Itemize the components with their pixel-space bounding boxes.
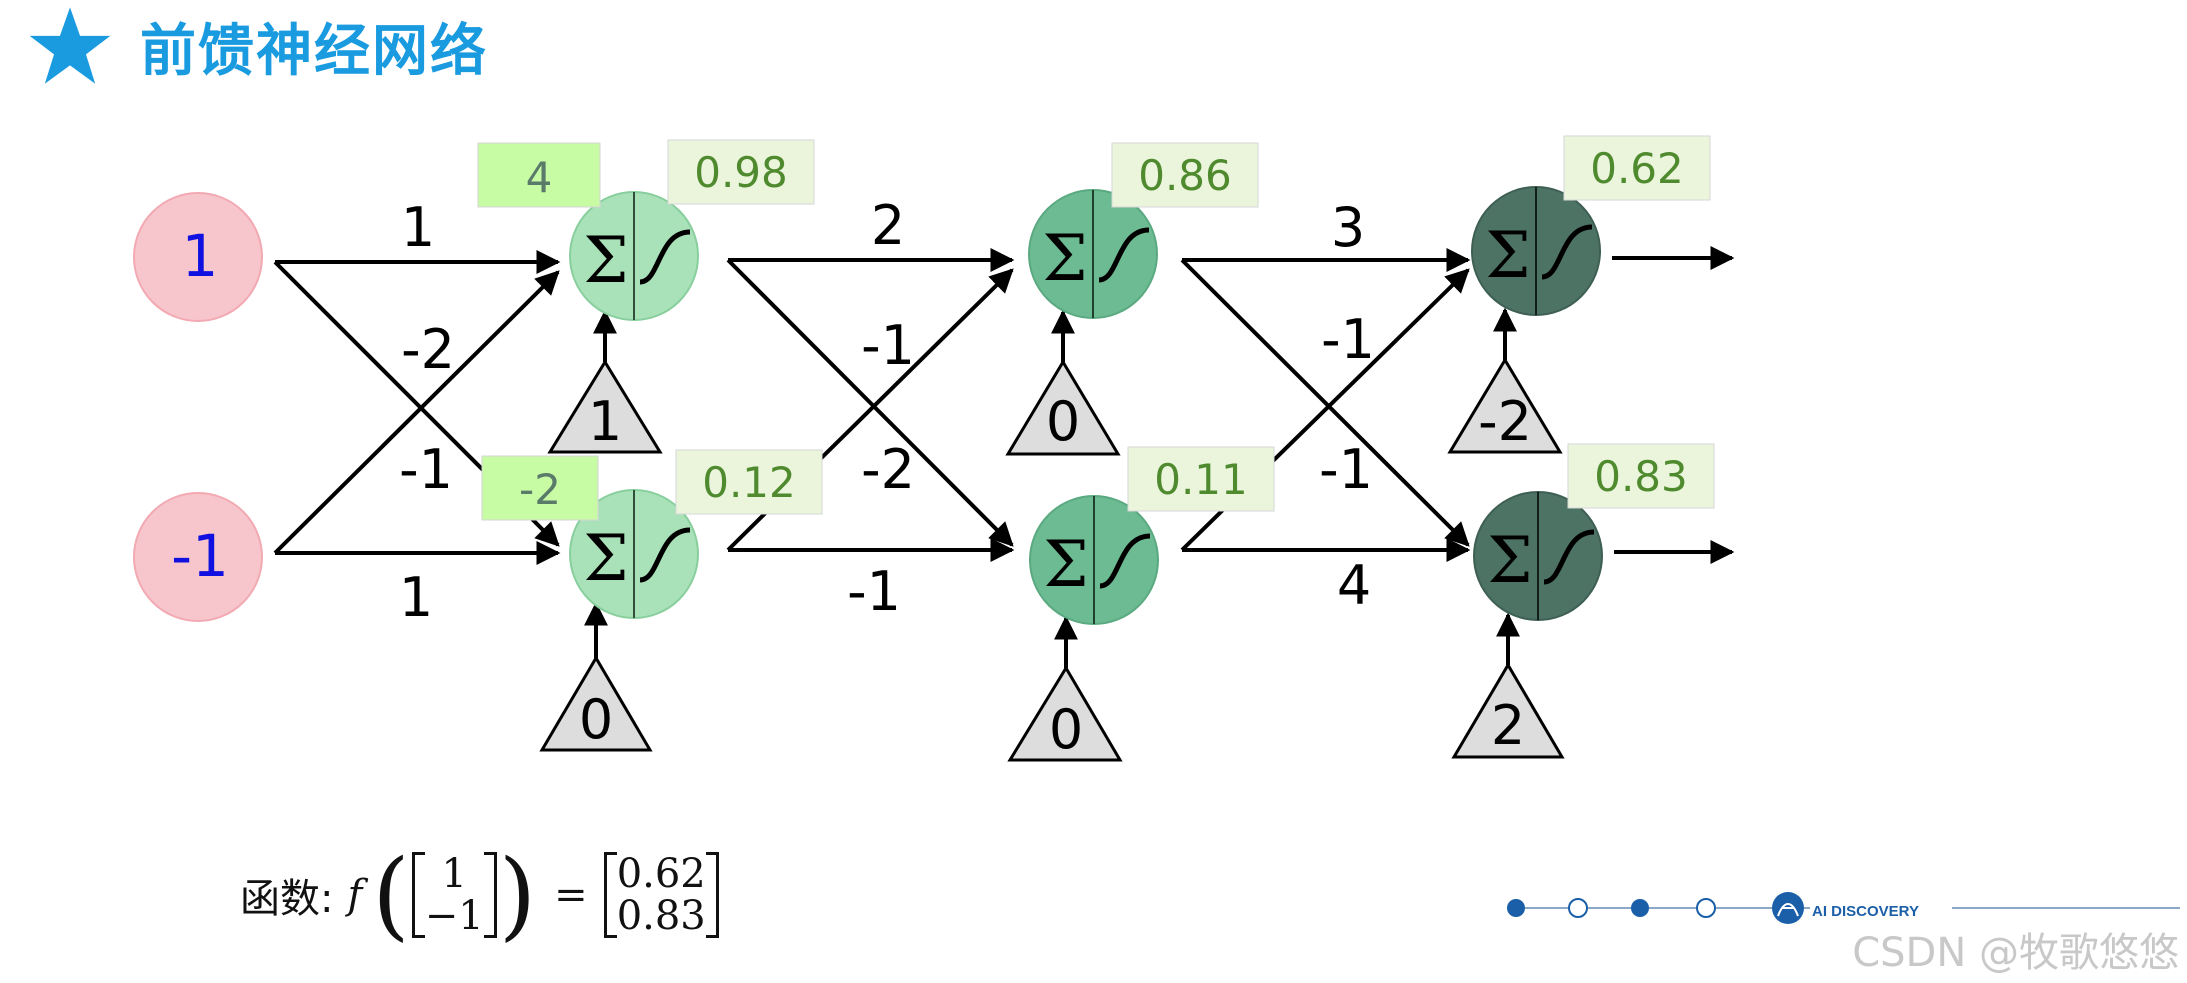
formula-output-bottom: 0.83 [616, 893, 706, 939]
sum-box-1: 4 [477, 142, 601, 208]
weight-label: 1 [401, 196, 435, 259]
edge-n1-n4 [726, 258, 1014, 547]
weight-label: -1 [861, 314, 915, 377]
formula-equals: = [554, 872, 588, 918]
output-box-2: 0.12 [675, 449, 823, 515]
brand-logo: AI DISCOVERY [1772, 892, 1952, 924]
progress-dot [1696, 898, 1716, 918]
svg-text:4: 4 [526, 153, 553, 202]
svg-text:Σ: Σ [583, 522, 628, 596]
formula-input-top: 1 [441, 851, 467, 897]
page-title: 前馈神经网络 [140, 18, 488, 84]
svg-text:2: 2 [1491, 694, 1525, 757]
neuron-l2-2: Σ [1029, 495, 1159, 625]
svg-text:0: 0 [1046, 390, 1080, 453]
svg-text:-2: -2 [1478, 390, 1532, 453]
weight-label: 2 [871, 194, 905, 257]
bias-4: 0 [1007, 665, 1123, 762]
star-icon [29, 7, 111, 84]
neuron-l1-1: Σ [569, 191, 699, 321]
formula-output-vector: 0.62 0.83 [603, 851, 719, 939]
svg-text:0: 0 [579, 688, 613, 751]
svg-text:0.62: 0.62 [1590, 144, 1684, 193]
svg-text:0.86: 0.86 [1138, 151, 1232, 200]
weight-label: -1 [399, 438, 453, 501]
weight-label: 1 [399, 566, 433, 629]
edge-i2-n1 [273, 270, 560, 555]
weight-label: -1 [1319, 438, 1373, 501]
formula: 函数: f ( 1 −1 ) = 0.62 0.83 [240, 845, 719, 945]
progress-dot [1568, 898, 1588, 918]
sum-sigmoid-icon: Σ [583, 522, 691, 596]
weight-label: -1 [1321, 308, 1375, 371]
formula-paren-left: ( [372, 839, 410, 951]
output-box-6: 0.83 [1567, 443, 1715, 509]
svg-text:Σ: Σ [1485, 219, 1530, 293]
bias-2: 0 [539, 655, 653, 752]
formula-paren-right: ) [498, 839, 537, 951]
footer-progress: AI DISCOVERY [1507, 892, 2180, 924]
sum-sigmoid-icon: Σ [1042, 222, 1150, 296]
input-value: 1 [182, 222, 219, 290]
svg-text:0.83: 0.83 [1594, 452, 1688, 501]
sum-sigmoid-icon: Σ [1485, 219, 1593, 293]
sum-sigmoid-icon: Σ [583, 224, 691, 298]
svg-text:Σ: Σ [583, 224, 628, 298]
svg-text:1: 1 [588, 390, 622, 453]
formula-input-vector: 1 −1 [411, 851, 497, 939]
svg-text:Σ: Σ [1043, 528, 1088, 602]
output-box-4: 0.11 [1127, 446, 1275, 512]
output-box-1: 0.98 [667, 139, 815, 205]
formula-function-name: f [347, 872, 363, 918]
neuron-l2-1: Σ [1028, 189, 1158, 319]
neuron-l3-1: Σ [1471, 186, 1601, 316]
neuron-l3-2: Σ [1473, 491, 1603, 621]
weight-label: 3 [1331, 196, 1365, 259]
edges-bias [584, 307, 1520, 668]
weight-labels: 1 -2 -1 1 2 -1 -2 -1 3 -1 -1 4 [399, 194, 1375, 629]
bias-3: 0 [1005, 359, 1121, 456]
formula-output-top: 0.62 [616, 851, 706, 897]
sum-sigmoid-icon: Σ [1043, 528, 1151, 602]
neuron-l1-2: Σ [569, 489, 699, 619]
svg-text:Σ: Σ [1487, 524, 1532, 598]
header: 前馈神经网络 [28, 6, 488, 86]
svg-text:0: 0 [1049, 698, 1083, 761]
bias-1: 1 [547, 359, 663, 454]
progress-dot [1631, 899, 1649, 917]
weight-label: 4 [1337, 554, 1371, 617]
input-node-2: -1 [133, 492, 263, 622]
svg-text:0.98: 0.98 [694, 148, 788, 197]
brand-text: AI DISCOVERY [1812, 903, 1919, 920]
input-value: -1 [171, 522, 229, 590]
output-box-3: 0.86 [1111, 142, 1259, 208]
sum-box-2: -2 [481, 455, 599, 521]
svg-text:0.12: 0.12 [702, 458, 796, 507]
progress-dot [1507, 899, 1525, 917]
output-box-5: 0.62 [1563, 135, 1711, 201]
sum-sigmoid-icon: Σ [1487, 524, 1595, 598]
bias-6: 2 [1451, 662, 1565, 759]
edges-output [1612, 246, 1735, 564]
svg-text:Σ: Σ [1042, 222, 1087, 296]
watermark: CSDN @牧歌悠悠 [1852, 930, 2179, 976]
formula-input-bottom: −1 [424, 893, 484, 939]
bias-5: -2 [1447, 357, 1563, 454]
input-node-1: 1 [133, 192, 263, 322]
edge-n3-n6 [1180, 258, 1470, 547]
weight-label: -2 [861, 438, 915, 501]
weight-label: -2 [401, 318, 455, 381]
weight-label: -1 [847, 560, 901, 623]
svg-text:-2: -2 [519, 465, 561, 514]
svg-text:0.11: 0.11 [1154, 455, 1248, 504]
formula-prefix: 函数: [240, 876, 334, 922]
